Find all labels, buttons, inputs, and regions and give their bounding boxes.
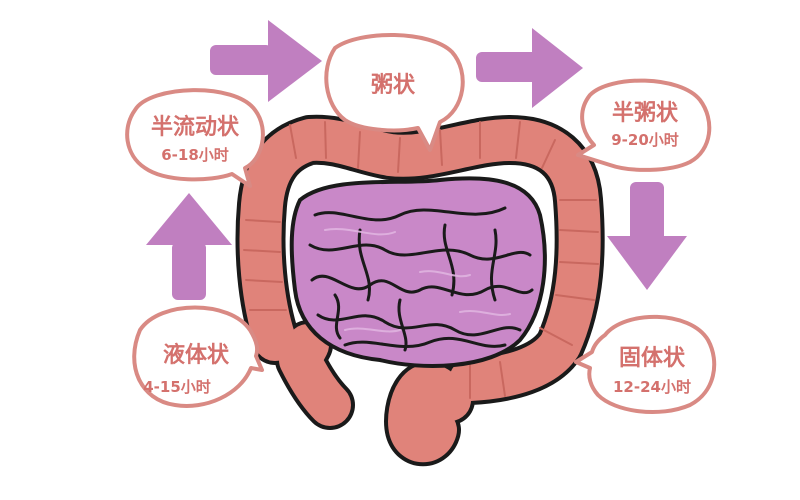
bubble-solid xyxy=(574,314,717,415)
stage-time-semi-fluid: 6-18小时 xyxy=(161,146,229,164)
stage-title-liquid: 液体状 xyxy=(163,342,230,368)
arrow-up-icon xyxy=(146,193,232,300)
bubble-semi-porridge xyxy=(576,78,712,172)
arrow-right-icon xyxy=(476,28,583,108)
stage-title-semi-fluid: 半流动状 xyxy=(151,114,240,140)
stage-title-semi-porridge: 半粥状 xyxy=(612,101,679,126)
stage-title-solid: 固体状 xyxy=(619,346,686,371)
arrow-right-icon xyxy=(210,20,322,102)
arrow-down-icon xyxy=(607,182,687,290)
bubble-semi-fluid xyxy=(125,88,265,188)
arrows xyxy=(146,20,687,300)
stage-time-semi-porridge: 9-20小时 xyxy=(611,131,679,149)
stage-time-liquid: 4-15小时 xyxy=(143,378,211,396)
small-intestine xyxy=(289,176,547,368)
bubble-liquid xyxy=(132,305,264,408)
stage-title-porridge: 粥状 xyxy=(371,73,416,98)
stage-time-solid: 12-24小时 xyxy=(613,378,691,396)
intestine-icon xyxy=(235,114,605,466)
large-intestine xyxy=(235,114,605,466)
bubble-porridge xyxy=(324,33,465,152)
